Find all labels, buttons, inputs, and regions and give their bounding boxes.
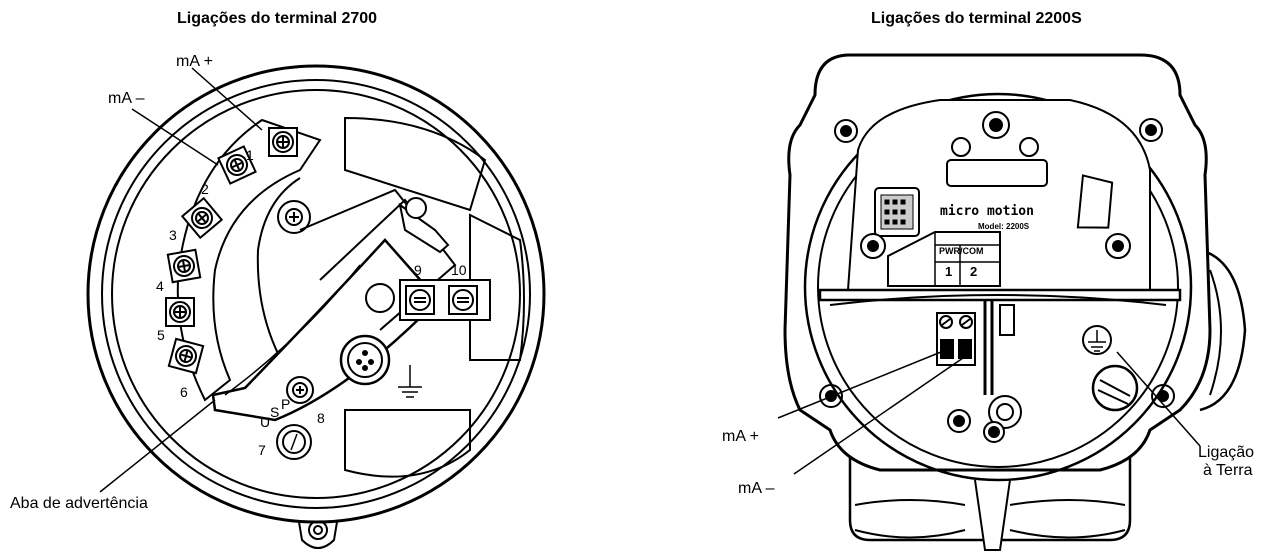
label-ma-minus-2200s: mA –: [738, 480, 775, 497]
terminal-number-2: 2: [201, 181, 209, 197]
terminal-number-9: 9: [414, 262, 422, 278]
screw-terminals-1-6: [165, 127, 298, 375]
terminal-number-8: 8: [317, 410, 325, 426]
label-ma-plus-2200s: mA +: [722, 428, 759, 445]
usp-letter-u: U: [260, 414, 271, 430]
label-ground-line2: à Terra: [1203, 462, 1253, 479]
terminal-number-3: 3: [169, 227, 177, 243]
terminal-number-4: 4: [156, 278, 164, 294]
port-number-2: 2: [970, 264, 978, 279]
title-terminal-2700: Ligações do terminal 2700: [177, 10, 378, 27]
terminal-number-6: 6: [180, 384, 188, 400]
label-ground-line1: Ligação: [1198, 444, 1255, 461]
model-text: Model: 2200S: [978, 222, 1030, 231]
terminal-number-10: 10: [451, 262, 467, 278]
brand-logo-text: micro motion: [940, 204, 1034, 219]
label-warning-tab: Aba de advertência: [10, 495, 148, 512]
title-terminal-2200s: Ligações do terminal 2200S: [871, 10, 1082, 27]
usp-letter-s: S: [270, 404, 280, 420]
usp-letter-p: P: [281, 396, 291, 412]
label-ma-minus-2700: mA –: [108, 90, 145, 107]
port-label-pwr-com: PWR/COM: [939, 246, 984, 256]
terminal-number-1: 1: [246, 147, 254, 163]
port-number-1: 1: [945, 264, 953, 279]
terminal-2700-diagram: [86, 64, 546, 549]
terminal-number-5: 5: [157, 327, 165, 343]
terminal-number-7: 7: [258, 442, 266, 458]
label-ma-plus-2700: mA +: [176, 53, 213, 70]
